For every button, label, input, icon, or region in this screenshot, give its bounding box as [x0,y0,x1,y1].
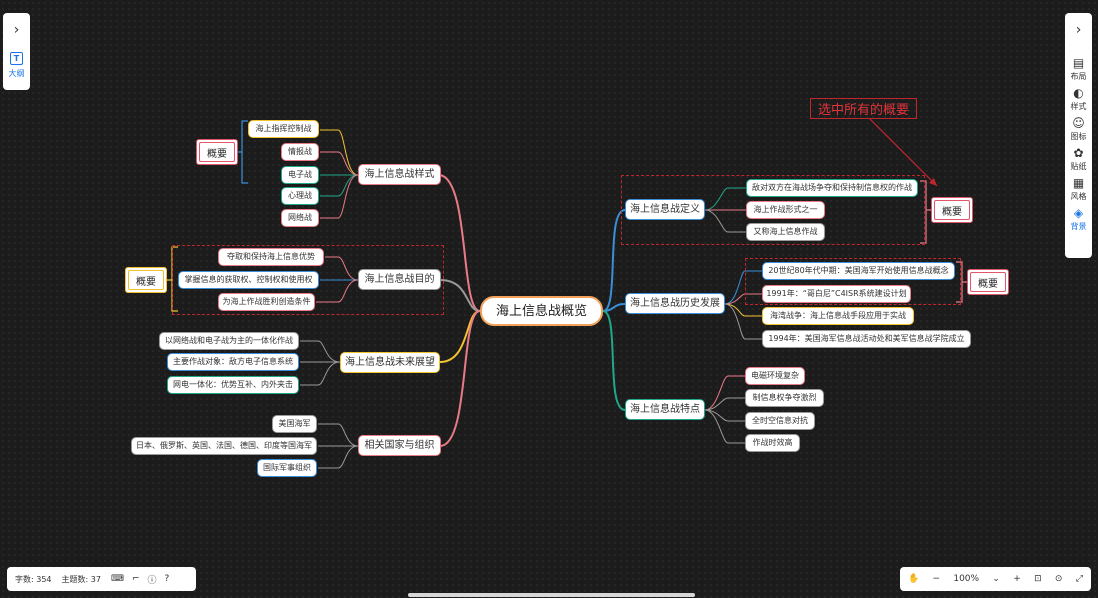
leaf-traits-2[interactable]: 全时空信息对抗 [745,412,815,430]
chevron-down-icon[interactable]: ⌄ [992,574,1000,584]
tool-theme[interactable]: ▦ 风格 [1071,177,1087,202]
summary-purpose-label: 概要 [128,270,164,290]
summary-purpose[interactable]: 概要 [125,267,167,293]
tool-layout[interactable]: ▤ 布局 [1071,57,1087,82]
leaf-style-1[interactable]: 情报战 [281,143,319,161]
branch-definition[interactable]: 海上信息战定义 [625,199,705,220]
branch-future[interactable]: 海上信息战未来展望 [340,352,440,373]
selection-box-purpose [172,245,444,315]
tool-sticker[interactable]: ✿ 贴纸 [1071,147,1087,172]
left-panel: › T 大纲 [3,13,30,90]
summary-style[interactable]: 概要 [196,139,238,165]
summary-history-label: 概要 [970,272,1006,292]
panel-chevron-icon[interactable]: › [1075,22,1082,38]
leaf-future-2[interactable]: 网电一体化：优势互补、内外夹击 [167,376,299,394]
info-icon[interactable]: ⓘ [147,575,157,586]
outline-icon[interactable]: T [10,52,23,65]
leaf-purpose-1[interactable]: 掌握信息的获取权、控制权和使用权 [178,271,319,289]
leaf-purpose-2[interactable]: 为海上作战胜利创造条件 [218,293,315,311]
leaf-traits-1[interactable]: 制信息权争夺激烈 [745,389,824,407]
tool-icon-label: 图标 [1070,132,1087,141]
layout-icon: ▤ [1072,56,1085,70]
annotation-label: 选中所有的概要 [810,98,917,119]
leaf-definition-0[interactable]: 敌对双方在海战场争夺和保持制信息权的作战 [746,179,918,197]
topic-count: 主题数: 37 [61,574,101,584]
leaf-orgs-2[interactable]: 国际军事组织 [257,459,317,477]
word-count: 字数: 354 [15,574,52,584]
expand-chevron-icon[interactable]: › [13,22,20,38]
zoom-bar: ✋ − 100% ⌄ + ⊡ ⊙ ⤢ [900,567,1091,591]
leaf-history-2[interactable]: 海湾战争：海上信息战手段应用于实战 [762,307,914,325]
tool-background-label: 背景 [1070,222,1087,231]
leaf-style-2[interactable]: 电子战 [281,166,319,184]
leaf-definition-1[interactable]: 海上作战形式之一 [746,201,825,219]
style-icon: ◐ [1073,86,1084,100]
sticker-icon: ✿ [1073,146,1084,160]
leaf-style-0[interactable]: 海上指挥控制战 [248,120,319,138]
summary-definition-label: 概要 [934,200,970,220]
layout-toggle-icon[interactable]: ⌐ [131,574,140,584]
branch-orgs[interactable]: 相关国家与组织 [358,435,441,456]
leaf-style-3[interactable]: 心理战 [281,187,319,205]
leaf-orgs-0[interactable]: 美国海军 [272,415,317,433]
locate-icon[interactable]: ⊙ [1054,574,1063,584]
leaf-future-1[interactable]: 主要作战对象：敌方电子信息系统 [167,353,299,371]
selection-box-definition [621,175,925,245]
right-panel: › ▤ 布局 ◐ 样式 ☺ 图标 ✿ 贴纸 ▦ 风格 ◈ 背景 [1065,13,1092,258]
summary-history[interactable]: 概要 [967,269,1009,295]
leaf-traits-3[interactable]: 作战时效高 [745,434,800,452]
leaf-history-0[interactable]: 20世纪80年代中期：美国海军开始使用信息战概念 [762,262,955,280]
branch-purpose[interactable]: 海上信息战目的 [358,269,441,290]
leaf-purpose-0[interactable]: 夺取和保持海上信息优势 [218,248,324,266]
help-icon[interactable]: ? [164,574,170,584]
leaf-definition-2[interactable]: 又称海上信息作战 [746,223,825,241]
leaf-style-4[interactable]: 网络战 [281,209,319,227]
summary-definition[interactable]: 概要 [931,197,973,223]
leaf-history-3[interactable]: 1994年：美国海军信息战活动处和美军信息战学院成立 [762,330,971,348]
tool-theme-label: 风格 [1070,192,1087,201]
tool-sticker-label: 贴纸 [1070,162,1087,171]
background-icon: ◈ [1073,206,1084,220]
hand-icon[interactable]: ✋ [908,574,920,584]
branch-traits[interactable]: 海上信息战特点 [625,399,705,420]
emoji-icon: ☺ [1072,116,1085,130]
leaf-orgs-1[interactable]: 日本、俄罗斯、英国、法国、德国、印度等国海军 [131,437,317,455]
horizontal-scrollbar[interactable] [408,593,695,597]
zoom-out-button[interactable]: − [932,574,941,584]
outline-label[interactable]: 大纲 [8,69,25,78]
selection-box-history [745,258,961,305]
theme-icon: ▦ [1072,176,1085,190]
tool-style[interactable]: ◐ 样式 [1071,87,1087,112]
branch-style[interactable]: 海上信息战样式 [358,164,441,185]
leaf-future-0[interactable]: 以网络战和电子战为主的一体化作战 [159,332,299,350]
zoom-level[interactable]: 100% [953,574,980,584]
fit-icon[interactable]: ⊡ [1034,574,1042,584]
status-bar: 字数: 354 主题数: 37 ⌨ ⌐ ⓘ ? [7,567,196,591]
leaf-history-1[interactable]: 1991年：“哥白尼”C4ISR系统建设计划 [762,285,911,303]
tool-layout-label: 布局 [1070,72,1087,81]
summary-style-label: 概要 [199,142,235,162]
tool-style-label: 样式 [1070,102,1087,111]
keyboard-icon[interactable]: ⌨ [110,574,124,584]
zoom-in-button[interactable]: + [1013,574,1021,584]
leaf-traits-0[interactable]: 电磁环境复杂 [745,367,805,385]
branch-history[interactable]: 海上信息战历史发展 [625,293,725,314]
tool-icon[interactable]: ☺ 图标 [1071,117,1087,142]
fullscreen-icon[interactable]: ⤢ [1075,574,1083,584]
tool-background[interactable]: ◈ 背景 [1071,207,1087,232]
root-topic[interactable]: 海上信息战概览 [480,296,603,326]
